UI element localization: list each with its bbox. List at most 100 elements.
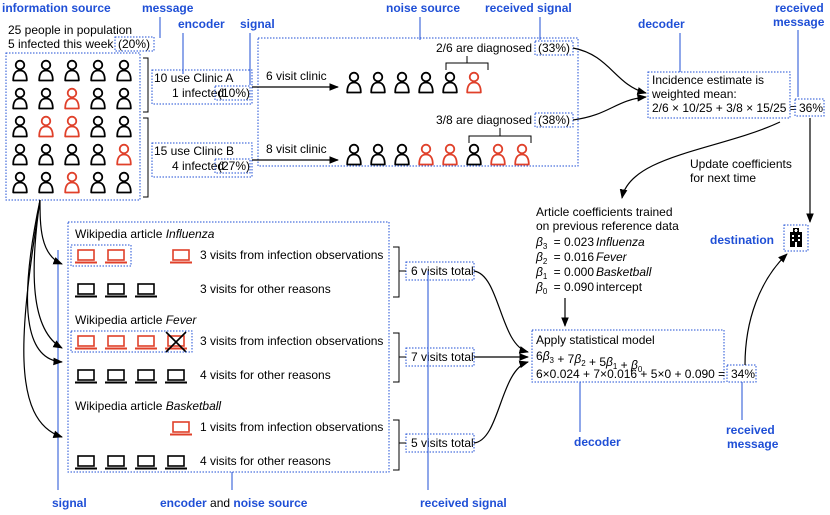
coefficient-name: Basketball (596, 265, 652, 279)
label-encoder-noise-bottom: encoder and noise source (160, 496, 308, 510)
clinic-b-diagnosed: 3/8 are diagnosed (436, 113, 532, 127)
laptop-icon (164, 455, 188, 470)
clinic-b-diagnosed-pct: (38%) (538, 113, 570, 127)
laptop-icon (74, 335, 98, 350)
laptop-icon (134, 455, 158, 470)
label-received-bottom-1: received (726, 423, 775, 437)
person-icon (64, 171, 80, 194)
population-count: 25 people in population (8, 23, 132, 37)
person-icon (64, 115, 80, 138)
person-icon (514, 143, 530, 166)
person-icon (12, 143, 28, 166)
laptop-icon (164, 369, 188, 384)
person-icon (90, 171, 106, 194)
clinic-b-visits: 8 visit clinic (266, 142, 327, 156)
clinic-a-visits: 6 visit clinic (266, 69, 327, 83)
coefficient-name: intercept (596, 280, 643, 294)
label-received-top-1: received (775, 1, 824, 15)
person-icon (90, 59, 106, 82)
person-icon (90, 115, 106, 138)
article-infection-visits: 3 visits from infection observations (200, 334, 383, 348)
information-source-box (5, 52, 141, 201)
clinic-b-infected: 4 infected (172, 159, 224, 173)
articles-box (67, 221, 390, 473)
coefficient-row: β0 = 0.090 (535, 280, 594, 296)
total-fever: 7 visits total (411, 350, 474, 364)
estimate-formula: 2/6 × 10/25 + 3/8 × 15/25 = (652, 101, 797, 115)
person-icon (116, 59, 132, 82)
label-noise-source: noise source (386, 1, 460, 15)
update-note-line1: Update coefficients (690, 157, 792, 171)
estimate-line2: weighted mean: (651, 87, 737, 101)
person-icon (418, 71, 434, 94)
person-icon (38, 143, 54, 166)
person-icon (394, 71, 410, 94)
label-signal-bottom: signal (52, 496, 87, 510)
total-influenza: 6 visits total (411, 264, 474, 278)
coefficient-row: β1 = 0.000 (535, 265, 594, 281)
label-received-signal-top: received signal (485, 1, 572, 15)
person-icon (12, 87, 28, 110)
coefficient-row: β2 = 0.016 (535, 250, 594, 266)
population-pct: (20%) (118, 37, 150, 51)
laptop-icon (134, 283, 158, 298)
label-received-bottom-2: message (727, 437, 779, 451)
coeff-title-2: on previous reference data (536, 219, 679, 233)
person-icon (38, 59, 54, 82)
laptop-icon (104, 335, 128, 350)
article-title: Wikipedia article Basketball (75, 399, 221, 413)
laptop-icon (134, 369, 158, 384)
destination-box (783, 224, 809, 252)
label-signal-top: signal (240, 17, 275, 31)
person-icon (12, 59, 28, 82)
label-information-source: information source (2, 1, 111, 15)
person-icon (12, 171, 28, 194)
person-icon (38, 87, 54, 110)
person-icon (38, 171, 54, 194)
person-icon (346, 143, 362, 166)
label-message: message (142, 1, 194, 15)
population-infected: 5 infected this week (8, 37, 114, 51)
person-icon (370, 71, 386, 94)
coefficient-name: Fever (596, 250, 628, 264)
laptop-icon (169, 249, 193, 264)
article-other-visits: 3 visits for other reasons (200, 282, 331, 296)
clinic-a-users: 10 use Clinic A (154, 71, 233, 85)
person-icon (466, 143, 482, 166)
estimate-line1: Incidence estimate is (652, 73, 764, 87)
laptop-icon (134, 335, 158, 350)
model-calc: 6×0.024 + 7×0.016 + 5×0 + 0.090 = (536, 367, 725, 381)
laptop-icon (74, 283, 98, 298)
person-icon (116, 87, 132, 110)
label-destination: destination (710, 233, 774, 247)
label-encoder: encoder (178, 17, 225, 31)
person-icon (116, 143, 132, 166)
total-basketball: 5 visits total (411, 436, 474, 450)
person-icon (12, 115, 28, 138)
laptop-icon (74, 249, 98, 264)
coeff-title-1: Article coefficients trained (536, 205, 673, 219)
laptop-icon (104, 283, 128, 298)
person-icon (442, 71, 458, 94)
cross-out-icon (165, 331, 187, 353)
label-decoder-top: decoder (638, 17, 685, 31)
hospital-icon (790, 228, 802, 247)
coefficient-row: β3 = 0.023 (535, 235, 594, 251)
noise-source-box (257, 37, 579, 167)
person-icon (90, 143, 106, 166)
population-grid (12, 59, 132, 194)
laptop-icon (169, 421, 193, 436)
estimate-result: 36% (799, 101, 823, 115)
person-icon (466, 71, 482, 94)
clinic-b-users: 15 use Clinic B (154, 144, 234, 158)
laptop-icon (74, 455, 98, 470)
article-infection-visits: 1 visits from infection observations (200, 420, 383, 434)
model-result: 34% (731, 367, 755, 381)
label-received-top-2: message (773, 15, 825, 29)
person-icon (394, 143, 410, 166)
clinic-a-infected: 1 infected (172, 86, 224, 100)
person-icon (116, 171, 132, 194)
